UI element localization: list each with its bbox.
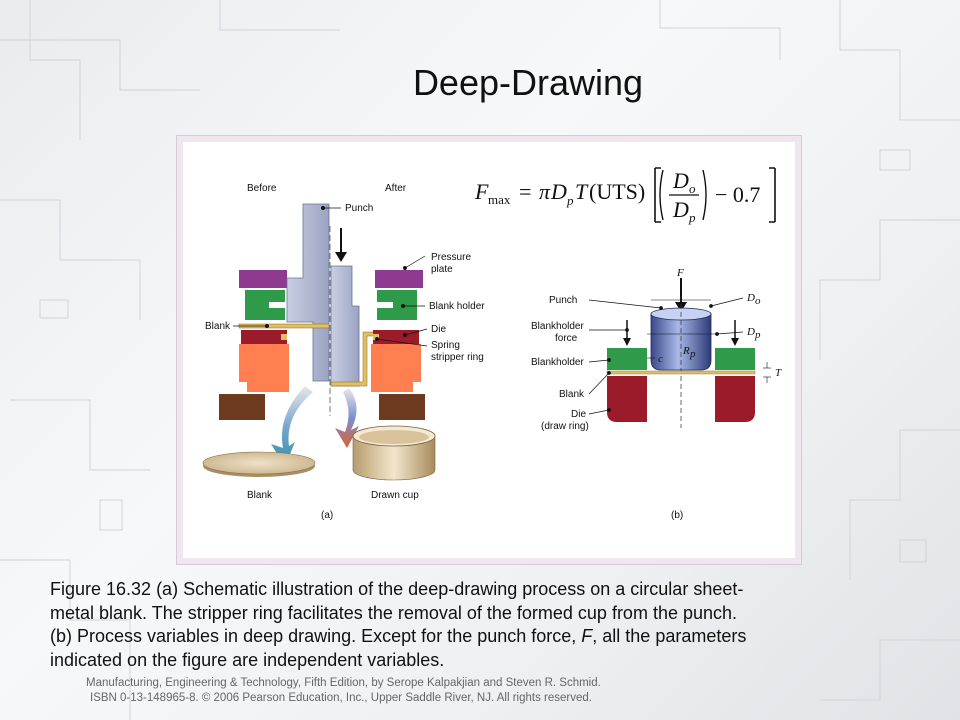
formula-paren-right [702, 169, 707, 221]
base-right [371, 344, 421, 392]
label-die-b-2: (draw ring) [541, 421, 589, 432]
label-Do-sub: o [755, 295, 761, 307]
slide-title: Deep-Drawing [412, 62, 644, 103]
label-blankholder: Blankholder [531, 357, 584, 368]
formula-bracket-right [769, 167, 776, 223]
formula-minus: − 0.7 [715, 182, 760, 207]
blankholder-left [607, 348, 647, 370]
pressure-plate-left [239, 270, 287, 288]
blankholder-right [715, 348, 755, 370]
formula-D: D [550, 179, 567, 204]
label-spring-1: Spring [431, 340, 460, 351]
label-punch-b: Punch [549, 295, 577, 306]
punch-force-formula: F max = π D p T (UTS) D o D p − 0.7 [474, 167, 776, 225]
caption-line-3c: , all the parameters [592, 626, 747, 646]
label-Dp: D [746, 326, 755, 338]
arrow-to-cup [335, 388, 359, 448]
die-left [241, 330, 287, 344]
figure-frame: F max = π D p T (UTS) D o D p − 0.7 Befo… [176, 135, 802, 565]
label-Dp-sub: p [754, 329, 761, 341]
formula-paren-left [659, 169, 664, 221]
label-blankholder-force-2: force [555, 333, 578, 344]
punch-after [330, 265, 360, 387]
label-F: F [676, 267, 684, 279]
label-spring-2: stripper ring [431, 352, 484, 363]
label-Rp-sub: p [689, 348, 696, 360]
blank-sheet-b [606, 370, 756, 375]
foot-left [219, 394, 265, 420]
stripper-ring-left [281, 334, 287, 340]
label-drawn-cup: Drawn cup [371, 490, 419, 501]
formula-pi: π [539, 179, 551, 204]
formula-T: T [575, 179, 589, 204]
source-credit: Manufacturing, Engineering & Technology,… [86, 676, 866, 706]
figure-a-press-diagram: Before After [202, 183, 485, 521]
label-pressure-plate-1: Pressure [431, 252, 471, 263]
credit-line-2: ISBN 0-13-148965-8. © 2006 Pearson Educa… [90, 692, 592, 704]
label-Rp: R [682, 345, 690, 357]
formula-num-sub: o [689, 181, 696, 196]
deep-drawing-figure: F max = π D p T (UTS) D o D p − 0.7 Befo… [202, 167, 782, 521]
label-figure-b: (b) [671, 510, 683, 521]
arrow-to-blank [271, 386, 313, 466]
label-die-a: Die [431, 324, 446, 335]
formula-den-sub: p [688, 210, 696, 225]
label-figure-a: (a) [321, 510, 333, 521]
blank-holder-left [245, 290, 285, 320]
caption-line-4: indicated on the figure are independent … [50, 649, 445, 670]
formula-D-sub: p [566, 193, 574, 208]
blank-disk [202, 451, 316, 475]
formula-bracket-left [654, 167, 661, 223]
punch-cylinder [650, 313, 712, 371]
formula-eq: = [519, 179, 531, 204]
label-Do: D [746, 292, 755, 304]
formula-lhs-sub: max [488, 192, 511, 207]
punch-before [286, 203, 330, 382]
label-after: After [385, 183, 407, 194]
draw-ring-left [607, 376, 647, 422]
formula-uts: (UTS) [589, 179, 645, 204]
formula-den: D [672, 197, 689, 222]
drawn-cup-body [352, 435, 436, 481]
blank-holder-right [377, 290, 417, 320]
label-c: c [658, 353, 663, 365]
figure-caption: Figure 16.32 (a) Schematic illustration … [50, 578, 900, 672]
stripper-ring-right [373, 334, 379, 340]
caption-line-1: Figure 16.32 (a) Schematic illustration … [50, 579, 744, 599]
base-left [239, 344, 289, 392]
label-die-b-1: Die [571, 409, 586, 420]
formula-lhs: F [474, 179, 489, 204]
label-before: Before [247, 183, 277, 194]
label-blank-holder: Blank holder [429, 301, 485, 312]
die-right [373, 330, 419, 344]
drawn-cup-inside [359, 430, 429, 444]
punch-arrow-head [335, 252, 347, 262]
label-blankholder-force-1: Blankholder [531, 321, 584, 332]
label-punch-a: Punch [345, 203, 373, 214]
caption-F-italic: F [581, 626, 593, 646]
label-pressure-plate-2: plate [431, 264, 453, 275]
label-blank-bottom: Blank [247, 490, 273, 501]
foot-right [379, 394, 425, 420]
draw-ring-right [715, 376, 755, 422]
caption-line-3a: (b) Process variables in deep drawing. E… [50, 626, 582, 646]
caption-line-2: metal blank. The stripper ring facilitat… [50, 602, 738, 623]
figure-b-process-variables: F [531, 267, 782, 521]
label-blank-a: Blank [205, 321, 231, 332]
credit-line-1: Manufacturing, Engineering & Technology,… [86, 677, 601, 689]
label-blank-b: Blank [559, 389, 585, 400]
formula-num: D [672, 168, 689, 193]
label-T-b: T [775, 367, 782, 379]
pressure-plate-right [375, 270, 423, 288]
